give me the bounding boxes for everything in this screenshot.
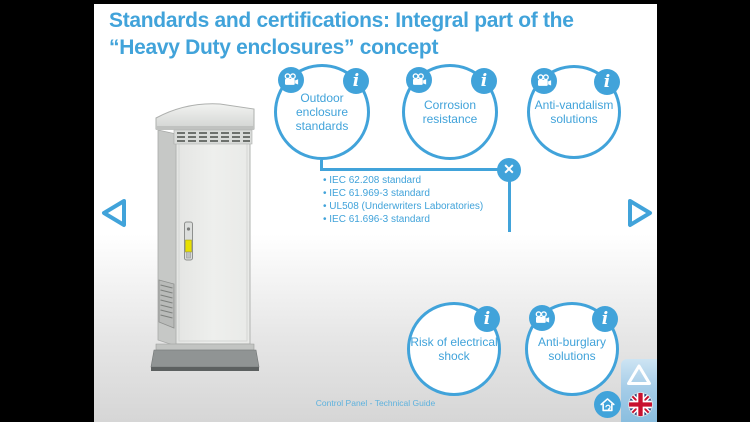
standards-list: IEC 62.208 standard IEC 61.969-3 standar… (323, 174, 483, 226)
topic-label: Outdoor enclosure standards (295, 91, 349, 133)
footer-caption: Control Panel - Technical Guide (315, 398, 436, 408)
info-icon[interactable]: i (343, 68, 369, 94)
video-camera-icon[interactable] (406, 67, 432, 93)
callout-connector-drop (508, 181, 511, 232)
info-icon[interactable]: i (474, 306, 500, 332)
info-icon[interactable]: i (471, 68, 497, 94)
standards-list-item: UL508 (Underwriters Laboratories) (323, 200, 483, 213)
topic-label: Anti-vandalism solutions (534, 98, 614, 126)
triangle-up-icon[interactable] (626, 362, 652, 392)
standards-list-item: IEC 62.208 standard (323, 174, 483, 187)
topic-label: Risk of electrical shock (410, 335, 498, 363)
video-camera-icon[interactable] (529, 305, 555, 331)
topic-circle-outdoor-standards[interactable]: i Outdoor enclosure standards (274, 64, 370, 160)
video-camera-icon[interactable] (531, 68, 557, 94)
video-camera-icon[interactable] (278, 67, 304, 93)
slide: Standards and certifications: Integral p… (94, 4, 657, 422)
info-icon[interactable]: i (592, 306, 618, 332)
chevron-right-icon (628, 199, 652, 227)
topic-circle-anti-burglary[interactable]: i Anti-burglary solutions (525, 302, 619, 396)
chevron-left-icon (102, 199, 126, 227)
page-title: Standards and certifications: Integral p… (109, 9, 574, 59)
close-icon[interactable]: ✕ (497, 158, 521, 182)
standards-list-item: IEC 61.969-3 standard (323, 187, 483, 200)
callout-connector-vertical (320, 160, 323, 170)
uk-flag-icon[interactable] (627, 391, 654, 418)
home-button[interactable] (594, 391, 621, 418)
home-icon (600, 398, 615, 412)
prev-slide-button[interactable] (98, 196, 130, 230)
info-icon[interactable]: i (594, 69, 620, 95)
topic-circle-corrosion[interactable]: i Corrosion resistance (402, 64, 498, 160)
callout-connector-horizontal (320, 168, 504, 171)
topic-circle-anti-vandalism[interactable]: i Anti-vandalism solutions (527, 65, 621, 159)
topic-label: Anti-burglary solutions (537, 335, 607, 363)
topic-circle-electrical-shock[interactable]: i Risk of electrical shock (407, 302, 501, 396)
next-slide-button[interactable] (624, 196, 656, 230)
topic-label: Corrosion resistance (422, 98, 478, 126)
standards-list-item: IEC 61.696-3 standard (323, 213, 483, 226)
enclosure-cabinet-image (148, 100, 262, 372)
